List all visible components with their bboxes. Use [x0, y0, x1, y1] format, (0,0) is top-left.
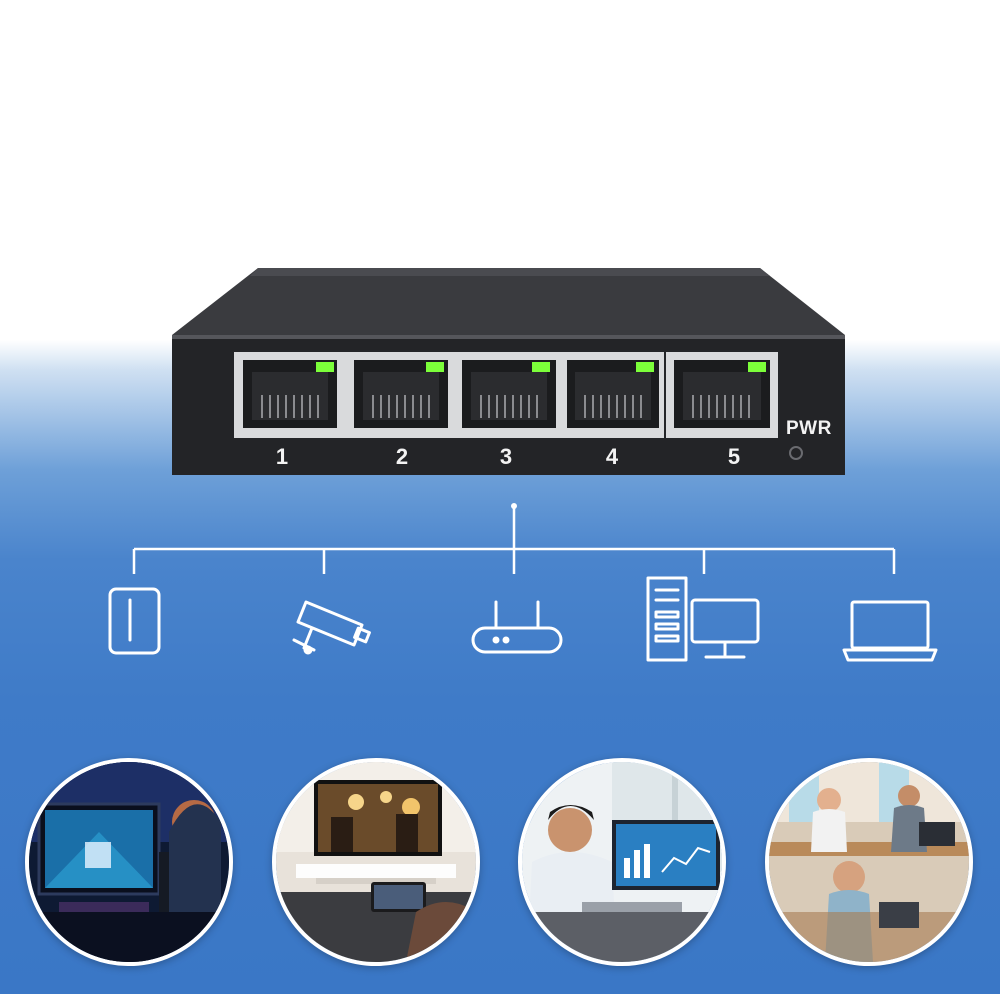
ethernet-port-2 — [346, 352, 456, 438]
port-label-4: 4 — [605, 444, 619, 469]
router-icon — [471, 600, 563, 654]
laptop-icon — [842, 600, 938, 662]
port-led-icon — [532, 362, 550, 372]
home-tv-scene — [272, 758, 480, 966]
port-label-1: 1 — [275, 444, 289, 469]
ethernet-port-1 — [234, 352, 346, 438]
ethernet-port-4 — [560, 352, 664, 438]
power-label: PWR — [786, 418, 832, 439]
topology-lines — [132, 506, 896, 574]
port-led-icon — [636, 362, 654, 372]
power-led-icon — [789, 446, 803, 460]
ethernet-port-3 — [456, 352, 560, 438]
port-led-icon — [426, 362, 444, 372]
ap-panel-icon — [108, 587, 161, 655]
ethernet-port-5 — [666, 352, 778, 438]
switch-top-panel — [172, 268, 845, 335]
port-label-3: 3 — [499, 444, 513, 469]
port-led-icon — [316, 362, 334, 372]
port-led-icon — [748, 362, 766, 372]
data-analysis-scene — [518, 758, 726, 966]
port-label-2: 2 — [395, 444, 409, 469]
port-label-5: 5 — [727, 444, 741, 469]
security-camera-icon — [292, 600, 371, 655]
switch-illustration — [108, 268, 938, 662]
office-scene — [765, 758, 973, 966]
desktop-computer-icon — [646, 576, 760, 662]
gaming-scene — [25, 758, 233, 966]
